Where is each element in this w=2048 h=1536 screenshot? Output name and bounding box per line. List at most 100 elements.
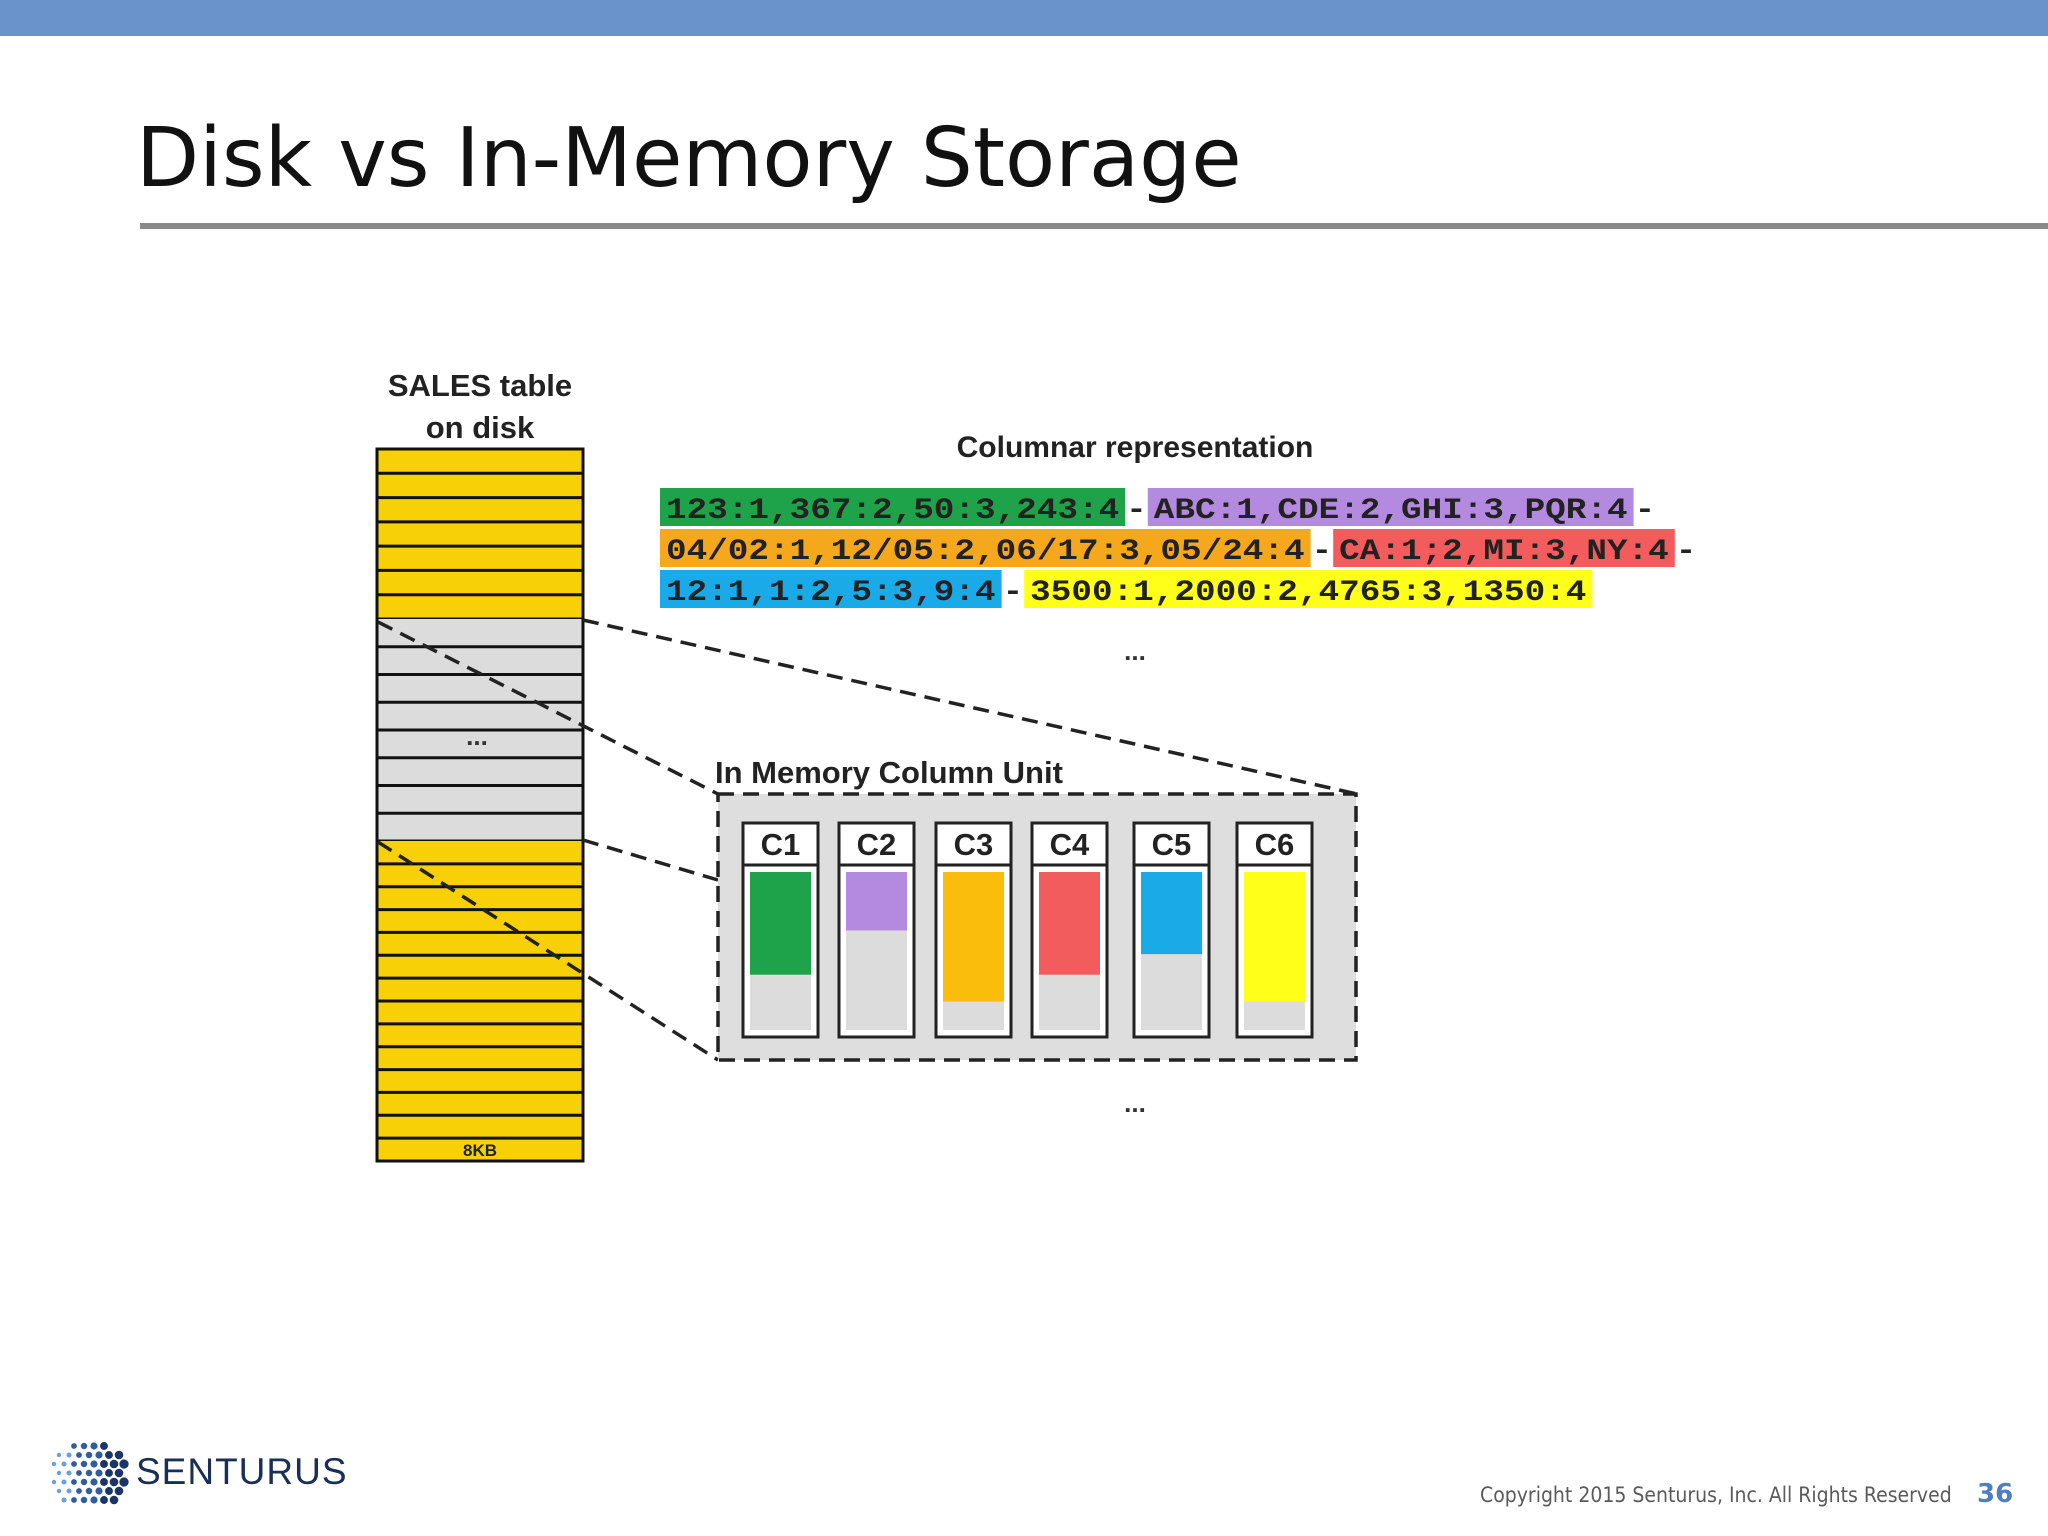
column-fill-c2 xyxy=(846,872,907,931)
connector-line xyxy=(582,618,1358,796)
logo-dot xyxy=(71,1479,77,1485)
logo-dot xyxy=(109,1477,119,1487)
title-divider xyxy=(140,223,2048,229)
logo-dot xyxy=(105,1487,113,1495)
logo-dot xyxy=(114,1486,124,1496)
logo-dot xyxy=(56,1488,62,1494)
logo-dot xyxy=(51,1479,57,1485)
logo-dot xyxy=(80,1460,88,1468)
logo-dot xyxy=(80,1442,88,1450)
columnar-segment-bg xyxy=(660,488,1126,526)
logo-dot xyxy=(95,1451,103,1459)
logo-dot xyxy=(100,1478,108,1486)
sales-table-disk: SALES table on disk ... 8KB xyxy=(375,368,585,1163)
columnar-segment-text: 04/02:1,12/05:2,06/17:3,05/24:4 xyxy=(666,535,1305,569)
disk-table-border xyxy=(375,447,585,1163)
logo-dot xyxy=(71,1461,77,1467)
logo-dot xyxy=(90,1460,98,1468)
disk-block-label: 8KB xyxy=(463,1141,497,1160)
logo-dot xyxy=(95,1469,103,1477)
logo-dot xyxy=(61,1479,67,1485)
logo-dot xyxy=(61,1497,67,1503)
logo-dot xyxy=(90,1442,98,1450)
columnar-segment-text: - xyxy=(1676,535,1697,569)
columnar-segment-text: 12:1,1:2,5:3,9:4 xyxy=(666,576,996,610)
connector-lines xyxy=(377,618,1358,1062)
logo-dot xyxy=(90,1496,98,1504)
logo-dot xyxy=(76,1470,82,1476)
logo-dot xyxy=(56,1452,62,1458)
column-fill-c1 xyxy=(750,872,811,975)
logo-dot xyxy=(119,1459,129,1469)
logo-dot xyxy=(95,1487,103,1495)
logo-dot xyxy=(51,1461,57,1467)
in-memory-column-unit: In Memory Column Unit C1 C2 C3 C4 C5 C6 ... xyxy=(715,755,1358,1118)
columnar-segment-text: - xyxy=(1003,576,1024,610)
columnar-title: Columnar representation xyxy=(957,431,1314,464)
columnar-representation: Columnar representation 123:1,367:2,50:3… xyxy=(660,431,1696,666)
logo-dot xyxy=(85,1469,93,1477)
unit-title: In Memory Column Unit xyxy=(715,755,1063,790)
columnar-segment-bg xyxy=(660,529,1311,567)
logo-dot xyxy=(85,1487,93,1495)
columnar-segment-text: - xyxy=(1126,494,1147,528)
logo-dot xyxy=(109,1495,119,1505)
logo-dot xyxy=(100,1496,108,1504)
column-label-c5: C5 xyxy=(1152,827,1192,862)
logo-dot xyxy=(71,1497,77,1503)
columnar-segment-bg xyxy=(1147,488,1634,526)
logo-dot xyxy=(109,1459,119,1469)
logo-dot xyxy=(85,1451,93,1459)
column-label-c1: C1 xyxy=(761,827,801,862)
logo-dot xyxy=(61,1461,67,1467)
columnar-rows: 123:1,367:2,50:3,243:4-ABC:1,CDE:2,GHI:3… xyxy=(660,488,1696,610)
column-fill-c5 xyxy=(1141,872,1202,955)
top-accent-bar xyxy=(0,0,2048,36)
unit-ellipsis: ... xyxy=(1124,1088,1146,1118)
logo-dot xyxy=(71,1443,77,1449)
logo-dot xyxy=(100,1442,108,1450)
page-title: Disk vs In-Memory Storage xyxy=(136,111,1242,206)
logo-dot xyxy=(66,1452,72,1458)
logo-dot xyxy=(119,1477,129,1487)
columnar-ellipsis: ... xyxy=(1124,636,1146,666)
columnar-segment-text: 123:1,367:2,50:3,243:4 xyxy=(666,494,1119,528)
column-label-c4: C4 xyxy=(1050,827,1090,862)
disk-label-line1: SALES table xyxy=(388,368,572,403)
logo-dot xyxy=(105,1451,113,1459)
logo-dot xyxy=(66,1488,72,1494)
logo-dot xyxy=(100,1460,108,1468)
connector-line xyxy=(377,620,719,796)
columnar-segment-text: 3500:1,2000:2,4765:3,1350:4 xyxy=(1030,576,1586,610)
connector-line xyxy=(582,838,719,882)
columnar-segment-bg xyxy=(660,570,1002,608)
columnar-segment-text: ABC:1,CDE:2,GHI:3,PQR:4 xyxy=(1154,494,1628,528)
column-label-c3: C3 xyxy=(954,827,994,862)
logo-dot xyxy=(56,1470,62,1476)
logo-dot xyxy=(90,1478,98,1486)
column-label-c6: C6 xyxy=(1255,827,1295,862)
columnar-segment-bg xyxy=(1333,529,1675,567)
connector-line xyxy=(377,840,719,1062)
disk-label-line2: on disk xyxy=(426,410,535,445)
columnar-segment-bg xyxy=(1024,570,1593,608)
disk-ellipsis: ... xyxy=(466,721,488,751)
unit-columns: C1 C2 C3 C4 C5 C6 xyxy=(741,821,1314,1039)
column-label-c2: C2 xyxy=(857,827,897,862)
column-fill-c3 xyxy=(943,872,1004,1002)
column-fill-c6 xyxy=(1244,872,1305,1002)
disk-band xyxy=(377,449,583,619)
globe-icon xyxy=(51,1442,129,1505)
logo-dot xyxy=(80,1478,88,1486)
columnar-segment-text: - xyxy=(1635,494,1656,528)
logo-dot xyxy=(66,1470,72,1476)
senturus-logo: SENTURUS xyxy=(51,1442,347,1505)
columnar-segment-text: CA:1;2,MI:3,NY:4 xyxy=(1339,535,1669,569)
logo-dot xyxy=(76,1452,82,1458)
logo-dot xyxy=(80,1496,88,1504)
columnar-segment-text: - xyxy=(1312,535,1333,569)
logo-dot xyxy=(114,1468,124,1478)
disk-row-group xyxy=(377,449,583,1163)
page-number: 36 xyxy=(1977,1479,2014,1509)
